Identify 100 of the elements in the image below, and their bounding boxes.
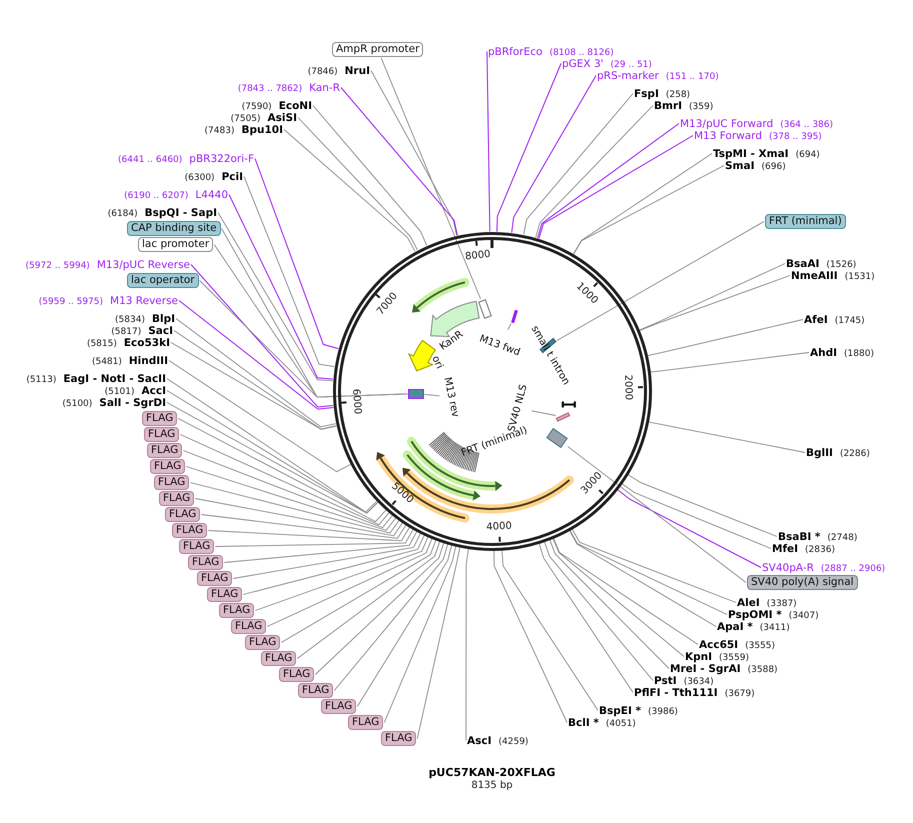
feature-mark (408, 388, 424, 399)
leader-line (208, 527, 410, 542)
leader-line (544, 541, 654, 681)
restriction-site-label: TspMI - XmaI (694) (713, 145, 820, 162)
feature-label: FLAG (219, 603, 254, 618)
primer-label: (6441 .. 6460) pBR322ori-F (118, 150, 254, 167)
feature-label: FLAG (154, 475, 190, 490)
feature-label: lac promoter (138, 237, 214, 252)
leader-line (340, 87, 458, 236)
leader-line (511, 75, 596, 234)
feature-label: lac operator (127, 273, 199, 288)
feature-label: FLAG (245, 635, 280, 650)
feature-label: FLAG (150, 459, 186, 474)
feature-label: FLAG (144, 427, 180, 442)
restriction-site-label: AscI (4259) (467, 732, 528, 749)
leader-line (416, 546, 460, 739)
leader-line (486, 51, 490, 232)
leader-line (244, 176, 335, 368)
restriction-site-label: AhdI (1880) (810, 344, 874, 361)
feature-label: FLAG (172, 523, 208, 538)
leader-line (573, 153, 712, 254)
leader-line (523, 93, 634, 236)
feature-name: M13 fwd (478, 330, 522, 360)
leader-line (232, 533, 421, 579)
leader-line (535, 105, 654, 238)
feature-label: FLAG (321, 699, 356, 714)
leader-line (370, 70, 458, 236)
leader-line (384, 546, 456, 723)
leader-line (648, 421, 806, 453)
feature-label: FLAG (197, 571, 232, 586)
primer-label: M13/pUC Forward (364 .. 386) (680, 115, 834, 132)
feature-label: FLAG (147, 443, 182, 458)
primer-label: (6190 .. 6207) L4440 (124, 186, 228, 203)
leader-line (280, 540, 436, 643)
leader-line (178, 300, 334, 410)
tick-label: 6000 (350, 388, 363, 415)
feature-label: FLAG (348, 715, 384, 730)
feature-label: FRT (minimal) (765, 214, 846, 229)
leader-line (242, 534, 425, 595)
feature-label: FLAG (279, 667, 314, 682)
restriction-site-label: BspEI * (3986) (599, 702, 678, 719)
restriction-site-label: (7846) NruI (308, 62, 370, 79)
leader-line (312, 105, 428, 246)
restriction-site-label: (6184) BspQI - SapI (108, 204, 217, 221)
tick-label: 4000 (486, 520, 512, 533)
leader-line (314, 542, 444, 675)
leader-line (507, 323, 512, 330)
leader-line (556, 221, 764, 341)
leader-line (356, 544, 452, 707)
leader-line (380, 58, 482, 300)
feature-label: FLAG (179, 539, 214, 554)
primer-label: (7843 .. 7862) Kan-R (238, 79, 340, 96)
restriction-site-label: BglII (2286) (806, 444, 870, 461)
restriction-site-label: AfeI (1745) (804, 311, 865, 328)
tick-label: 8000 (464, 248, 492, 263)
leader-line (466, 548, 469, 741)
leader-line (254, 158, 339, 350)
leader-line (573, 165, 724, 254)
leader-line (568, 446, 746, 583)
primer-label: (5972 .. 5994) M13/pUC Reverse (26, 256, 190, 273)
restriction-site-label: (5834) BlpI (115, 310, 175, 327)
leader-line (218, 212, 334, 382)
leader-line (572, 528, 736, 603)
leader-line (424, 394, 440, 396)
leader-line (502, 550, 598, 711)
leader-line (180, 434, 390, 526)
leader-line (224, 531, 418, 563)
leader-line (266, 538, 432, 627)
leader-line (569, 530, 716, 627)
leader-line (228, 194, 334, 380)
restriction-site-label: (6300) PciI (184, 168, 243, 185)
feature-label: FLAG (159, 491, 194, 506)
leader-line (190, 482, 400, 534)
feature-label: FLAG (142, 411, 178, 426)
leader-line (616, 489, 762, 568)
leader-line (647, 319, 804, 356)
leader-line (639, 275, 790, 332)
feature-label: AmpR promoter (332, 42, 424, 57)
sequence-length: 8135 bp (470, 779, 514, 793)
leader-line (638, 263, 786, 330)
leader-line (334, 544, 448, 691)
leader-line (627, 474, 778, 537)
leader-line (531, 410, 556, 416)
primer-label: SV40pA-R (2887 .. 2906) (762, 559, 886, 576)
leader-line (190, 264, 334, 408)
feature-label: FLAG (231, 619, 266, 634)
leader-line (182, 450, 393, 528)
feature-mark (511, 310, 518, 324)
tick-label: 2000 (622, 374, 634, 400)
leader-line (538, 135, 694, 239)
map-title: pUC57KAN-20XFLAG (428, 766, 556, 780)
leader-line (569, 530, 728, 615)
leader-line (553, 538, 698, 645)
leader-line (494, 550, 568, 723)
leader-line (552, 538, 684, 657)
feature-label: FLAG (261, 651, 296, 666)
leader-line (549, 539, 670, 669)
leader-line (168, 360, 351, 472)
feature-label: SV40 poly(A) signal (747, 575, 858, 590)
restriction-site-label: (5481) HindIII (92, 352, 168, 369)
